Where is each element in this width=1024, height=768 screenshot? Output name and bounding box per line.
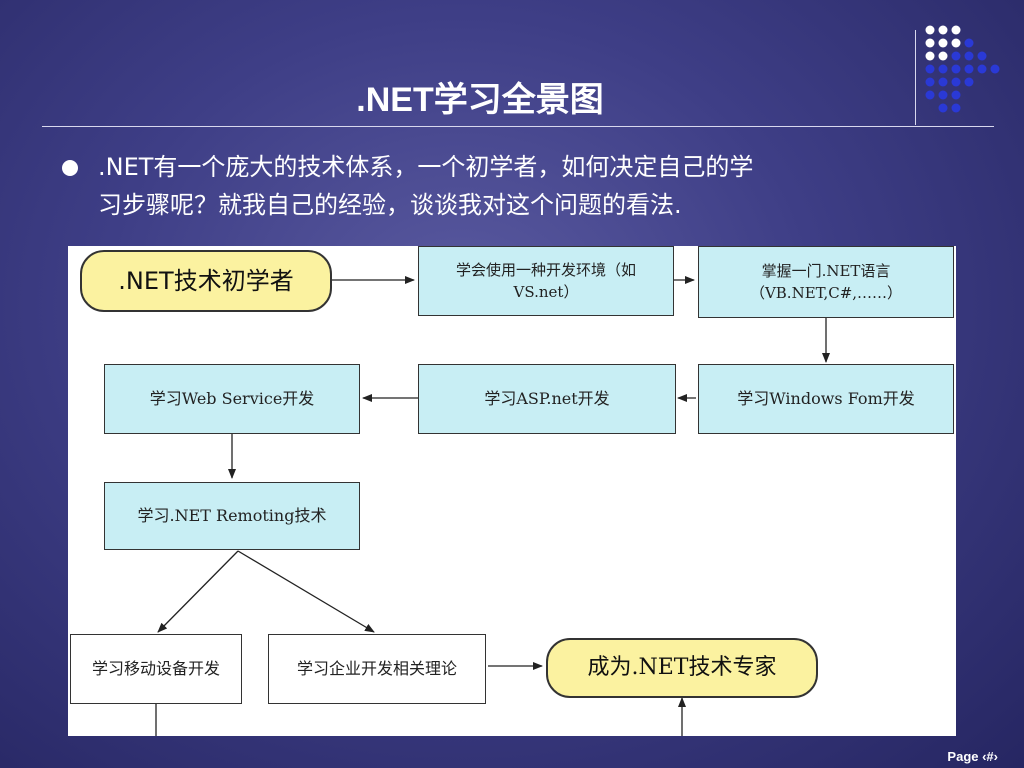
dot-grid-decoration [925, 25, 1000, 113]
step-net-remoting: 学习.NET Remoting技术 [104, 482, 360, 550]
step-net-language-line2: （VB.NET,C#,……） [749, 284, 903, 302]
step-dev-environment: 学会使用一种开发环境（如 VS.net） [418, 246, 674, 316]
bullet-line-1: .NET有一个庞大的技术体系，一个初学者，如何决定自己的学 [98, 153, 754, 181]
step-enterprise-theory: 学习企业开发相关理论 [268, 634, 486, 704]
step-windows-form: 学习Windows Fom开发 [698, 364, 954, 434]
goal-net-expert-node: 成为.NET技术专家 [546, 638, 818, 698]
flow-arrows [155, 276, 830, 736]
step-asp-net: 学习ASP.net开发 [418, 364, 676, 434]
step-net-language-line1: 掌握一门.NET语言 [761, 262, 891, 280]
page-number: Page ‹#› [947, 749, 998, 764]
vertical-divider [915, 30, 916, 125]
bullet-line-2: 习步骤呢？就我自己的经验，谈谈我对这个问题的看法. [98, 191, 682, 219]
slide-title: .NET学习全景图 [356, 81, 604, 119]
bullet-point-icon [62, 160, 78, 176]
step-dev-environment-line1: 学会使用一种开发环境（如 [455, 261, 636, 279]
step-web-service: 学习Web Service开发 [104, 364, 360, 434]
title-divider [42, 126, 994, 127]
step-net-language: 掌握一门.NET语言 （VB.NET,C#,……） [698, 246, 954, 318]
step-mobile-dev: 学习移动设备开发 [70, 634, 242, 704]
start-beginner-node: .NET技术初学者 [80, 250, 332, 312]
learning-flowchart: .NET技术初学者 学会使用一种开发环境（如 VS.net） 掌握一门.NET语… [68, 246, 956, 736]
step-dev-environment-line2: VS.net） [513, 283, 579, 301]
bullet-text: .NET有一个庞大的技术体系，一个初学者，如何决定自己的学 习步骤呢？就我自己的… [98, 148, 968, 224]
